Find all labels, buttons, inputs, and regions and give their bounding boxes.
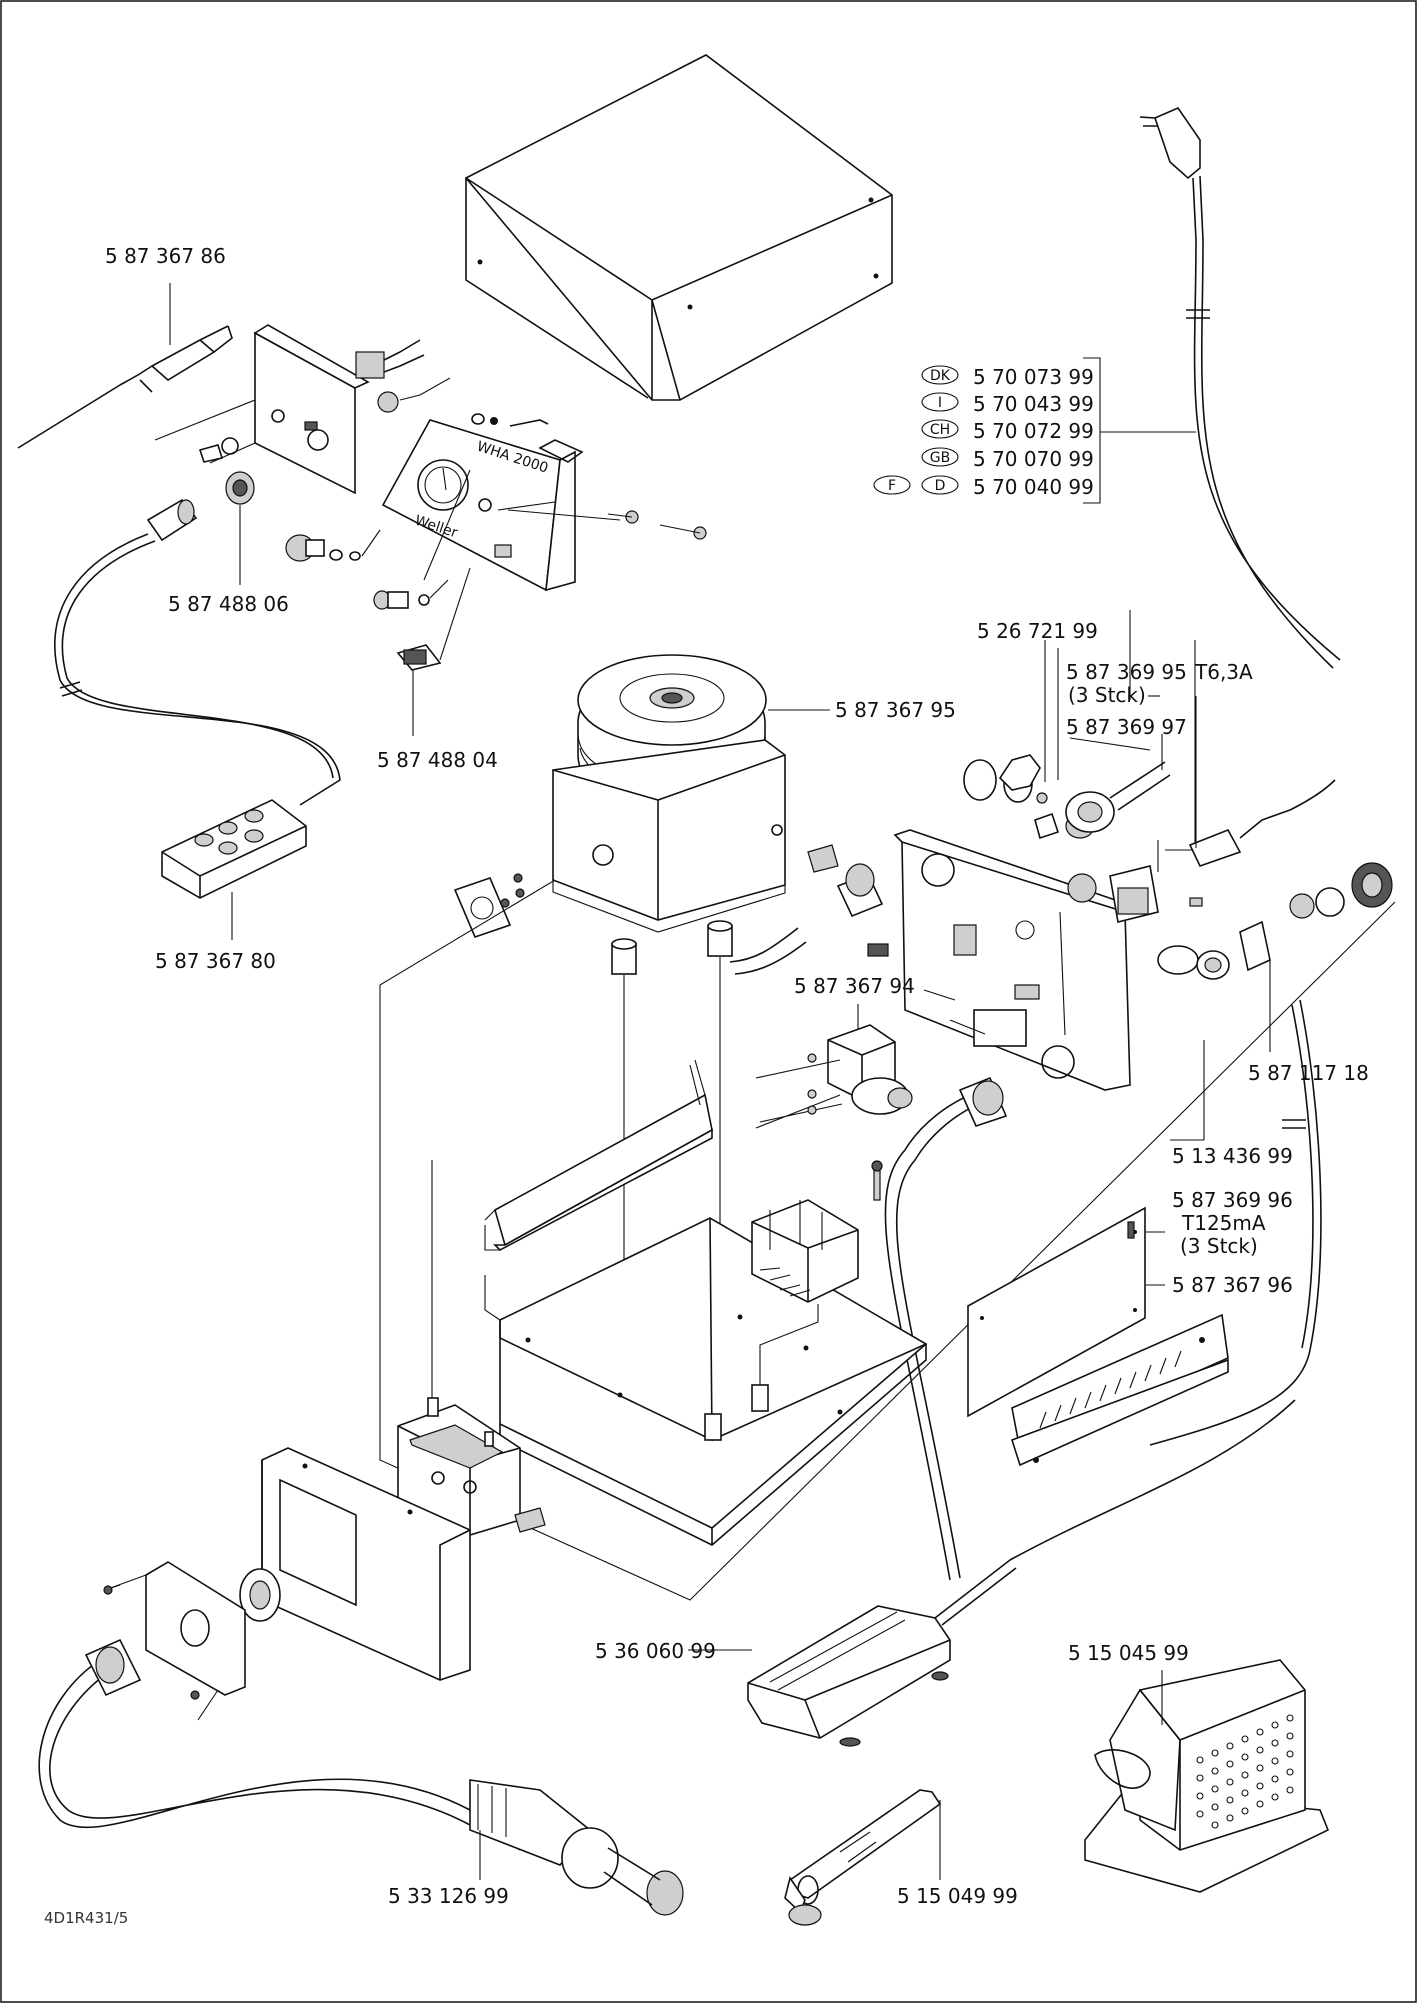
part-ch: 5 70 072 99 [973,419,1094,443]
lamp-holder [373,469,471,610]
cord-row-f-d: F D 5 70 040 99 [873,475,1094,499]
housing-cover [464,54,893,401]
mounting-plate [379,873,1396,1601]
cord-row-i: I 5 70 043 99 [921,392,1094,416]
fuse-holder-leaders [1057,610,1197,848]
chassis-base [499,1217,928,1546]
front-bracket [239,1447,471,1681]
nozzle-plate [103,1561,246,1721]
label-587488-04: 5 87 488 04 [377,748,498,772]
cord-row-dk: DK 5 70 073 99 [921,365,1094,389]
label-536060-99: 5 36 060 99 [595,1639,716,1663]
cord-row-gb: GB 5 70 070 99 [921,447,1094,471]
part-f-d: 5 70 040 99 [973,475,1094,499]
knob-and-washers [285,529,381,562]
power-cord-bracket [1083,357,1196,504]
pedal-cable [1149,999,1322,1446]
tool-515049-99 [784,1789,942,1926]
chassis-rails [484,1059,713,1321]
nozzle-box [397,1160,546,1536]
label-t125ma: T125mA [1181,1211,1266,1235]
label-515049-99: 5 15 049 99 [897,1884,1018,1908]
country-gb: GB [930,450,950,466]
power-cord-table: DK 5 70 073 99 I 5 70 043 99 CH 5 70 072… [873,365,1094,499]
label-587117-18: 5 87 117 18 [1248,1061,1369,1085]
soldering-pencil [17,283,233,449]
rear-connectors [963,640,1393,1052]
label-stck-2: (3 Stck) [1180,1234,1258,1258]
connector-587488-06 [225,471,255,585]
label-533126-99: 5 33 126 99 [388,1884,509,1908]
power-cord-plug [1139,107,1341,669]
spacer-right [707,920,733,1375]
label-587367-86: 5 87 367 86 [105,244,226,268]
country-ch: CH [930,422,950,438]
part-gb: 5 70 070 99 [973,447,1094,471]
label-587367-96: 5 87 367 96 [1172,1273,1293,1297]
rocker-switch-587488-04 [396,567,471,736]
drawing-reference-number: 4D1R431/5 [44,1909,128,1927]
label-513436-99: 5 13 436 99 [1172,1144,1293,1168]
valve-587367-94 [755,943,913,1129]
label-587367-80: 5 87 367 80 [155,949,276,973]
country-i: I [938,395,942,411]
internal-tube [729,863,1008,1581]
label-587367-95: 5 87 367 95 [835,698,956,722]
label-587369-95: 5 87 369 95 [1066,660,1187,684]
cord-row-ch: CH 5 70 072 99 [921,419,1094,443]
part-dk: 5 70 073 99 [973,365,1094,389]
transformer [751,1160,883,1385]
label-t63a: T6,3A [1194,660,1253,684]
hand-remote-587367-80 [161,799,307,940]
label-526721-99: 5 26 721 99 [977,619,1098,643]
jack-socket [355,339,451,413]
pump-housing-block [552,739,839,933]
label-587369-96: 5 87 369 96 [1172,1188,1293,1212]
country-dk: DK [930,368,951,384]
label-587367-94: 5 87 367 94 [794,974,915,998]
pcb-bracket [1011,1313,1229,1467]
country-d: D [935,478,946,494]
label-587369-97: 5 87 369 97 [1066,715,1187,739]
panel-fittings [471,413,707,540]
front-panel: WHA 2000 Weller [381,419,621,592]
iron-stand-515045-99 [1084,1659,1330,1893]
label-515045-99: 5 15 045 99 [1068,1641,1189,1665]
hot-air-handpiece-533126-99 [38,1638,684,1916]
label-stck-1: (3 Stck) [1068,683,1146,707]
country-f: F [888,478,896,494]
part-i: 5 70 043 99 [973,392,1094,416]
pcb-587367-96 [967,1206,1165,1418]
hand-remote-cable [54,498,341,806]
label-587488-06: 5 87 488 06 [168,592,289,616]
rear-panel-513436-99 [893,829,1205,1141]
rear-bracket-plate [154,324,370,495]
foot-pedal-536060-99 [688,1399,1296,1747]
